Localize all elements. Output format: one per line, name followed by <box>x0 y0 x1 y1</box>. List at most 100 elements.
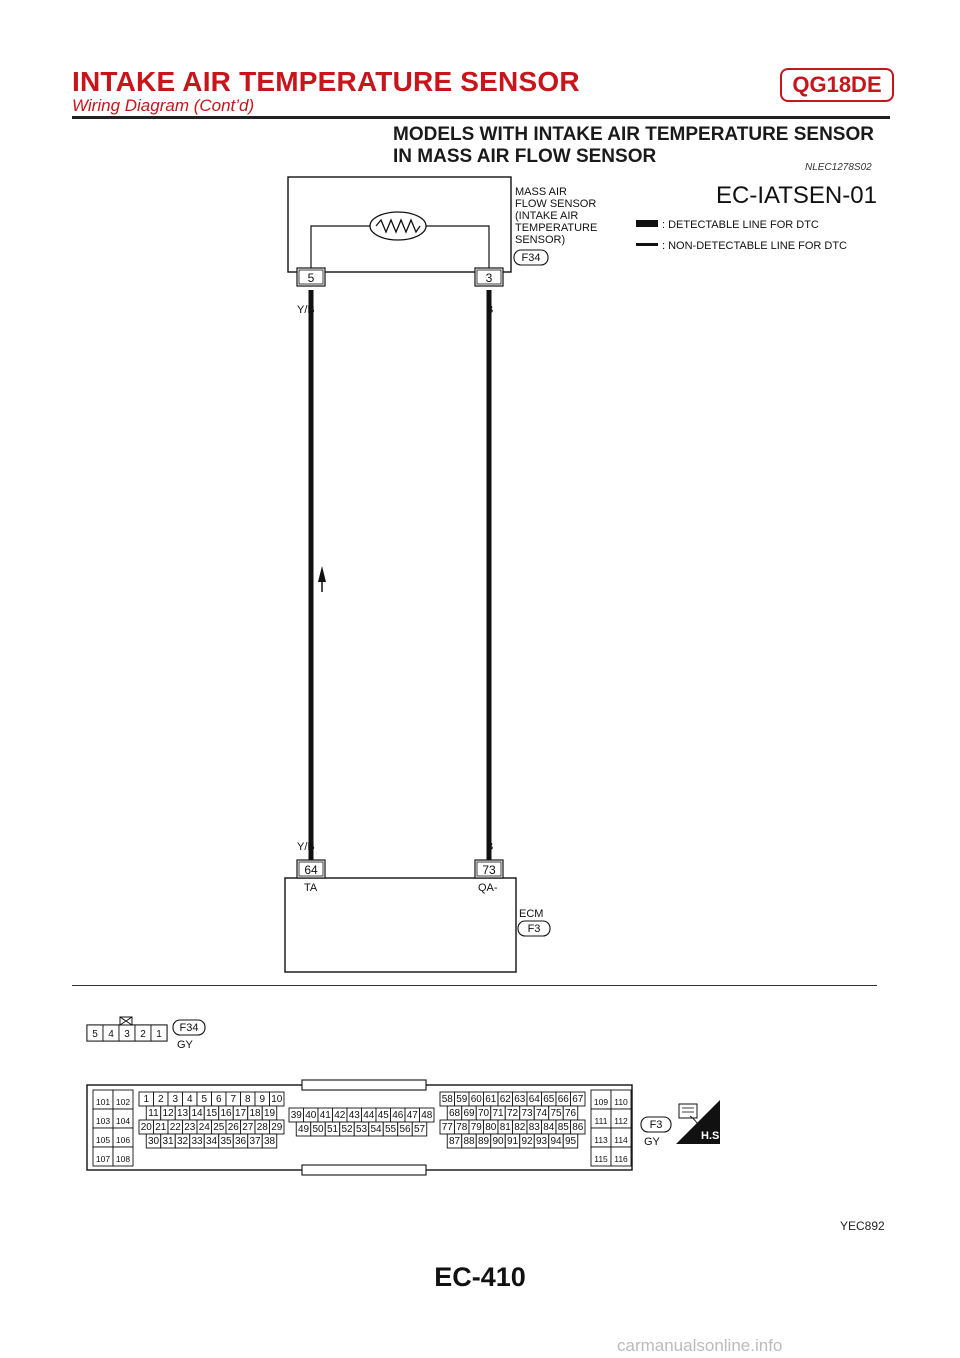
sensor-connector-badge <box>513 249 549 266</box>
f3-pin-label: 45 <box>378 1110 390 1121</box>
f3-pin-label: 105 <box>96 1135 110 1145</box>
f3-pin-label: 116 <box>614 1154 628 1164</box>
page-header-title: INTAKE AIR TEMPERATURE SENSOR <box>72 66 580 97</box>
f34-pin-label: 5 <box>92 1029 98 1040</box>
f3-pin-label: 109 <box>594 1097 608 1107</box>
ecm-pin-64-label: 64 <box>304 863 318 877</box>
legend-detectable: : DETECTABLE LINE FOR DTC <box>662 219 819 231</box>
header-rule <box>72 116 890 119</box>
f3-pin-label: 106 <box>116 1135 130 1145</box>
f34-pin-label: 3 <box>124 1029 130 1040</box>
f34-pin-label: 2 <box>140 1029 146 1040</box>
figure-code: YEC892 <box>840 1219 885 1233</box>
sensor-label-line5: SENSOR) <box>515 234 565 246</box>
f3-pin-label: 27 <box>242 1122 254 1133</box>
f3-pin-label: 81 <box>500 1122 512 1133</box>
f3-pin-label: 14 <box>191 1108 203 1119</box>
f3-pin-label: 17 <box>235 1108 247 1119</box>
sensor-label-line2: FLOW SENSOR <box>515 198 596 210</box>
f3-pin-label: 58 <box>442 1094 454 1105</box>
f3-pin-label: 87 <box>449 1136 461 1147</box>
f3-pin-label: 83 <box>529 1122 541 1133</box>
f3-pin-label: 108 <box>116 1154 130 1164</box>
engine-badge: QG18DE <box>780 68 894 102</box>
f3-pin-label: 22 <box>170 1122 182 1133</box>
f3-pin-label: 36 <box>235 1136 247 1147</box>
f3-pin-label: 50 <box>312 1124 324 1135</box>
sensor-pin-5 <box>296 267 326 287</box>
legend-non-detectable: : NON-DETECTABLE LINE FOR DTC <box>662 240 847 252</box>
f3-pin-label: 62 <box>500 1094 512 1105</box>
wire-color-bottom-b: B <box>486 841 493 853</box>
f3-pin-label: 51 <box>327 1124 339 1135</box>
f34-pin-label: 1 <box>156 1029 162 1040</box>
f3-pin-label: 42 <box>334 1110 346 1121</box>
f3-pin-label: 9 <box>259 1094 265 1105</box>
f3-pin-label: 5 <box>201 1094 207 1105</box>
f3-pin-label: 74 <box>536 1108 548 1119</box>
f3-pin-label: 69 <box>463 1108 475 1119</box>
section-code: NLEC1278S02 <box>805 162 872 173</box>
f3-pin-label: 8 <box>245 1094 251 1105</box>
f3-pin-label: 12 <box>162 1108 174 1119</box>
f3-pin-label: 16 <box>220 1108 232 1119</box>
f3-pin-label: 75 <box>550 1108 562 1119</box>
f3-pin-label: 44 <box>363 1110 375 1121</box>
signal-arrow-icon <box>318 566 326 582</box>
legend-thick-line <box>636 220 658 227</box>
f3-pin-label: 46 <box>392 1110 404 1121</box>
ecm-pin-73-label: 73 <box>482 863 496 877</box>
ecm-terminal-qa: QA- <box>478 882 498 894</box>
f3-color: GY <box>644 1136 661 1148</box>
harness-side-icon: H.S. <box>676 1100 722 1144</box>
f3-pin-label: 57 <box>414 1124 426 1135</box>
f3-pin-label: 33 <box>191 1136 203 1147</box>
f3-pin-label: 11 <box>148 1108 159 1119</box>
f3-pin-label: 72 <box>507 1108 519 1119</box>
f3-pin-label: 80 <box>485 1122 497 1133</box>
f3-pin-label: 79 <box>471 1122 483 1133</box>
f3-pin <box>261 1133 278 1149</box>
f3-pin-label: 29 <box>271 1122 283 1133</box>
f3-pin-label: 94 <box>550 1136 562 1147</box>
sensor-label-line1: MASS AIR <box>515 186 567 198</box>
f3-pin-label: 30 <box>148 1136 160 1147</box>
f3-pin-label: 102 <box>116 1097 130 1107</box>
sensor-pin-3-label: 3 <box>486 271 493 285</box>
f3-pin-label: 84 <box>543 1122 555 1133</box>
f3-pin <box>562 1133 579 1149</box>
f3-pin-label: 3 <box>172 1094 178 1105</box>
f3-pin <box>411 1121 428 1137</box>
f3-pin-label: 68 <box>449 1108 461 1119</box>
wire-color-bottom-yb: Y/B <box>297 841 315 853</box>
f3-pin-label: 76 <box>565 1108 577 1119</box>
f3-pin-label: 86 <box>572 1122 584 1133</box>
diagram-id: EC-IATSEN-01 <box>716 182 877 209</box>
f34-id: F34 <box>180 1022 199 1034</box>
f3-pin-label: 20 <box>141 1122 153 1133</box>
f3-pin-label: 104 <box>116 1116 130 1126</box>
f3-pin-label: 47 <box>407 1110 419 1121</box>
f3-pin-label: 93 <box>536 1136 548 1147</box>
f3-pin-label: 6 <box>216 1094 222 1105</box>
f3-pin-label: 64 <box>529 1094 541 1105</box>
f3-pin-label: 89 <box>478 1136 490 1147</box>
f3-pin-label: 65 <box>543 1094 555 1105</box>
sensor-label-line3: (INTAKE AIR <box>515 210 578 222</box>
f3-pin-label: 19 <box>264 1108 276 1119</box>
f3-pin-label: 115 <box>594 1154 608 1164</box>
ecm-label: ECM <box>519 908 543 920</box>
page-number: EC-410 <box>434 1262 526 1292</box>
f3-pin-label: 82 <box>514 1122 526 1133</box>
f3-badge <box>640 1116 672 1133</box>
section-title-line2: IN MASS AIR FLOW SENSOR <box>393 146 657 167</box>
f3-pin-label: 28 <box>257 1122 269 1133</box>
f3-pin <box>610 1146 632 1167</box>
ecm-terminal-ta: TA <box>304 882 318 894</box>
section-divider <box>72 985 877 986</box>
f3-pin-label: 107 <box>96 1154 110 1164</box>
mass-air-flow-sensor: 5 3 <box>287 176 512 287</box>
f3-pin-label: 35 <box>220 1136 232 1147</box>
ecm: 64 73 TA QA- <box>284 859 517 973</box>
